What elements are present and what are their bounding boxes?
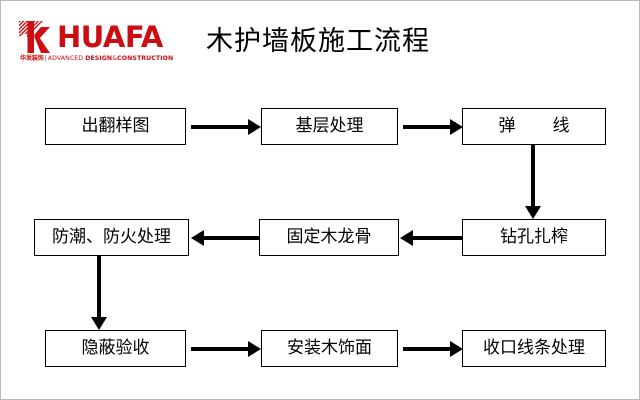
logo-tagline-advanced: ADVANCED: [47, 55, 84, 62]
arrow-head: [248, 118, 261, 135]
arrow-head: [191, 229, 204, 246]
logo-tagline-separator: |: [44, 55, 47, 62]
flow-node-jicengchuli[interactable]: 基层处理: [261, 108, 398, 145]
flow-node-chufanyangtu[interactable]: 出翻样图: [45, 108, 186, 145]
flow-arrow-n4-n5: [400, 219, 462, 256]
slide-header: HUAFA 华发装饰|ADVANCED DESIGN&CONSTRUCTION …: [1, 1, 639, 83]
flow-node-anzhuangmushimian[interactable]: 安装木饰面: [261, 330, 398, 367]
flow-node-gudingmulonggu[interactable]: 固定木龙骨: [259, 219, 399, 256]
arrow-shaft: [202, 235, 259, 240]
flow-arrow-n5-n6: [191, 219, 259, 256]
logo-wordmark: HUAFA: [57, 20, 163, 54]
logo-k-mark: [19, 21, 50, 53]
arrow-shaft: [411, 235, 462, 240]
flow-arrow-n8-n9: [403, 330, 463, 367]
arrow-head: [91, 317, 107, 330]
arrow-shaft: [97, 256, 101, 318]
logo-tagline-amp: &: [112, 55, 118, 62]
flow-arrow-n2-n3: [403, 108, 463, 145]
arrow-head: [450, 340, 463, 357]
flow-node-fangchaofanghuochuli[interactable]: 防潮、防火处理: [34, 219, 189, 256]
logo-tagline-design: DESIGN: [85, 55, 113, 62]
flow-node-zuankongzhazha[interactable]: 钻孔扎榨: [462, 219, 606, 256]
arrow-shaft: [191, 124, 249, 129]
arrow-head: [450, 118, 463, 135]
flow-node-yinbiyanshou[interactable]: 隐蔽验收: [45, 330, 186, 367]
huafa-logo: HUAFA 华发装饰|ADVANCED DESIGN&CONSTRUCTION: [19, 21, 189, 67]
logo-tagline-construction: CONSTRUCTION: [117, 55, 174, 62]
flow-arrow-n3-n4: [514, 145, 552, 219]
logo-tagline: 华发装饰|ADVANCED DESIGN&CONSTRUCTION: [20, 54, 173, 63]
arrow-head: [248, 340, 261, 357]
flow-arrow-n7-n8: [191, 330, 261, 367]
arrow-head: [400, 229, 413, 246]
page-title: 木护墙板施工流程: [206, 26, 430, 57]
flow-arrow-n1-n2: [191, 108, 261, 145]
flow-node-shoukouxiantiaochuli[interactable]: 收口线条处理: [462, 330, 606, 367]
flow-node-danxian[interactable]: 弹 线: [462, 108, 606, 145]
logo-tagline-cn: 华发装饰: [20, 55, 44, 62]
arrow-head: [525, 206, 541, 219]
arrow-shaft: [403, 346, 451, 351]
arrow-shaft: [403, 124, 451, 129]
arrow-shaft: [531, 145, 535, 207]
flow-arrow-n6-n7: [80, 256, 118, 330]
arrow-shaft: [191, 346, 249, 351]
